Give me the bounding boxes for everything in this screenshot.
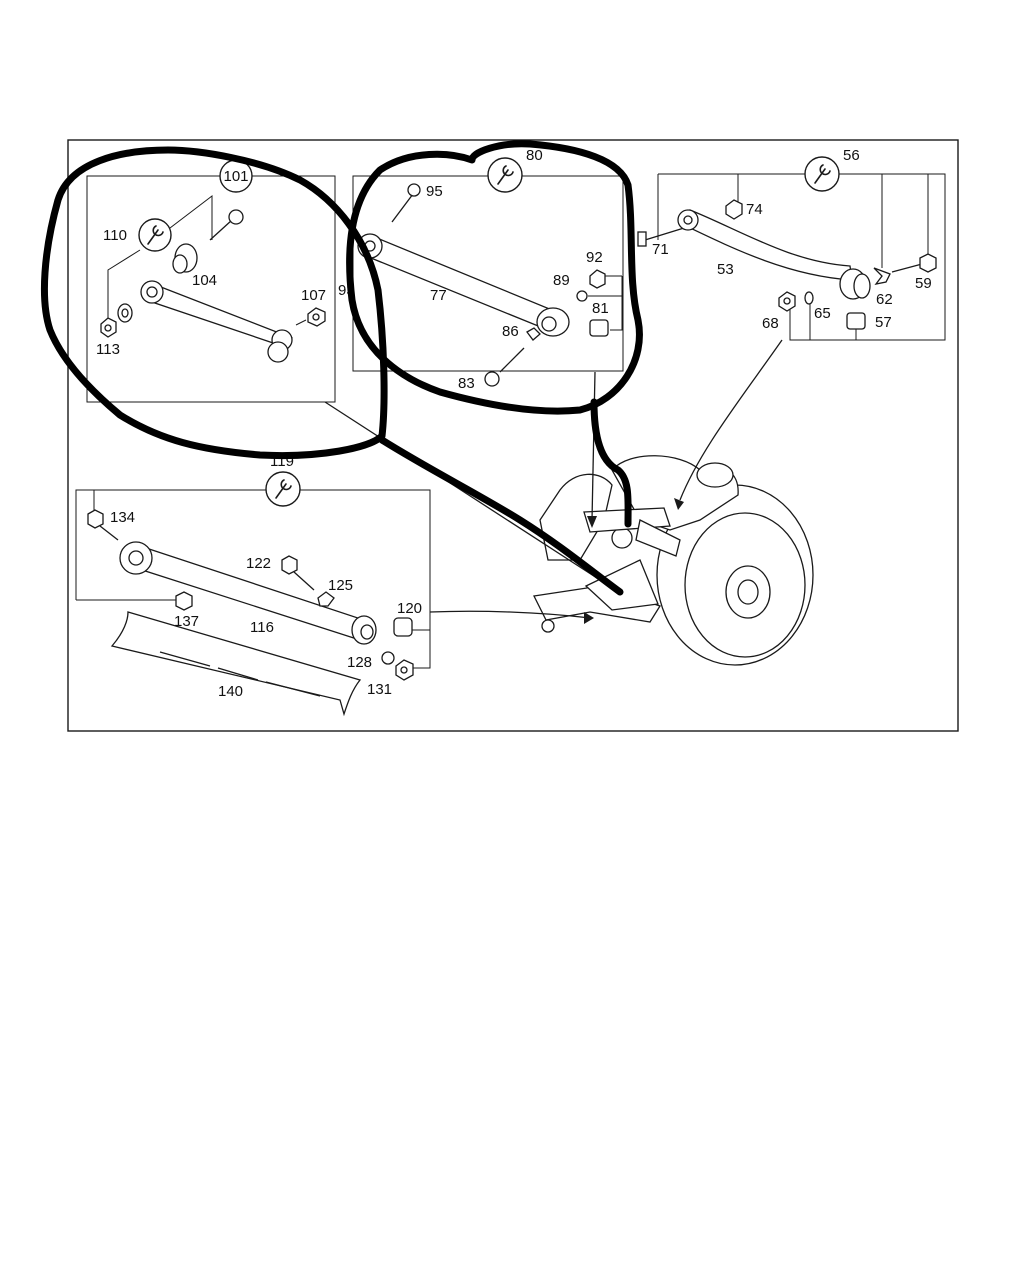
highlight-marker-left xyxy=(41,146,388,459)
part-label-110: 110 xyxy=(103,227,127,244)
part-label-57: 57 xyxy=(875,314,892,331)
washer-part xyxy=(117,303,133,323)
nut-part xyxy=(589,269,606,289)
control-arm-53 xyxy=(677,209,871,300)
part-label-65: 65 xyxy=(814,305,831,322)
wrench-icon xyxy=(804,156,840,192)
part-label-74: 74 xyxy=(746,201,763,218)
part-label-95: 95 xyxy=(426,183,443,200)
trim-strip-part xyxy=(110,611,362,717)
nut-part xyxy=(725,199,743,220)
diagram-frame xyxy=(67,139,959,732)
sleeve-part xyxy=(393,617,413,637)
part-label-137: 137 xyxy=(174,613,199,630)
part-label-125: 125 xyxy=(328,577,353,594)
part-label-113: 113 xyxy=(96,341,120,358)
washer-part xyxy=(381,651,395,665)
bolt-part xyxy=(281,555,315,591)
highlight-marker-middle xyxy=(346,140,643,415)
part-label-81: 81 xyxy=(592,300,609,317)
part-label-104: 104 xyxy=(192,272,217,289)
axle-assembly-drawing xyxy=(533,455,814,666)
bolt-part xyxy=(891,253,937,273)
highlight-marker-arm-trace xyxy=(378,436,624,596)
part-label-89: 89 xyxy=(553,272,570,289)
highlight-marker-link-trace xyxy=(590,398,632,528)
control-arm-101 xyxy=(140,280,293,363)
bolt-part xyxy=(87,509,119,541)
part-label-131: 131 xyxy=(367,681,392,698)
part-label-83: 83 xyxy=(458,375,475,392)
washer-part xyxy=(576,290,588,302)
leader-lines xyxy=(324,339,783,624)
part-label-120: 120 xyxy=(397,600,422,617)
part-label-116: 116 xyxy=(250,619,274,636)
part-label-53: 53 xyxy=(717,261,734,278)
group-box-80: 80 95 93 77 92 89 81 8 xyxy=(338,147,624,392)
washer-part xyxy=(804,291,814,305)
bolt-part xyxy=(391,183,421,223)
control-arm-116 xyxy=(119,541,377,645)
sleeve-part xyxy=(589,319,609,337)
part-label-71: 71 xyxy=(652,241,669,258)
part-label-107: 107 xyxy=(301,287,326,304)
bolt-part xyxy=(637,227,685,247)
part-label-77: 77 xyxy=(430,287,447,304)
group-number-56: 56 xyxy=(843,147,860,164)
plate-part xyxy=(317,591,335,607)
control-arm-77 xyxy=(357,233,570,337)
wrench-icon: 101 xyxy=(219,159,253,193)
part-label-59: 59 xyxy=(915,275,932,292)
bushing-part xyxy=(172,243,198,274)
plate-part xyxy=(873,267,891,285)
part-label-86: 86 xyxy=(502,323,519,340)
group-number-101: 101 xyxy=(223,168,248,185)
plate-part xyxy=(526,327,541,341)
part-label-128: 128 xyxy=(347,654,372,671)
wrench-icon xyxy=(265,471,301,507)
nut-part xyxy=(295,307,326,327)
nut-part xyxy=(100,317,117,338)
part-label-68: 68 xyxy=(762,315,779,332)
bolt-part xyxy=(484,347,525,387)
bolt-part xyxy=(209,209,244,241)
group-number-80: 80 xyxy=(526,147,543,164)
group-box-119: 119 xyxy=(75,453,431,717)
part-label-62: 62 xyxy=(876,291,893,308)
group-box-101: 101 xyxy=(86,159,336,403)
group-box-56: 56 74 71 53 62 xyxy=(637,147,946,341)
part-label-92: 92 xyxy=(586,249,603,266)
sleeve-part xyxy=(846,312,866,330)
wrench-icon xyxy=(138,218,172,252)
nut-part xyxy=(175,591,193,611)
part-label-122: 122 xyxy=(246,555,271,572)
part-label-140: 140 xyxy=(218,683,243,700)
part-label-134: 134 xyxy=(110,509,135,526)
wrench-icon xyxy=(487,157,523,193)
